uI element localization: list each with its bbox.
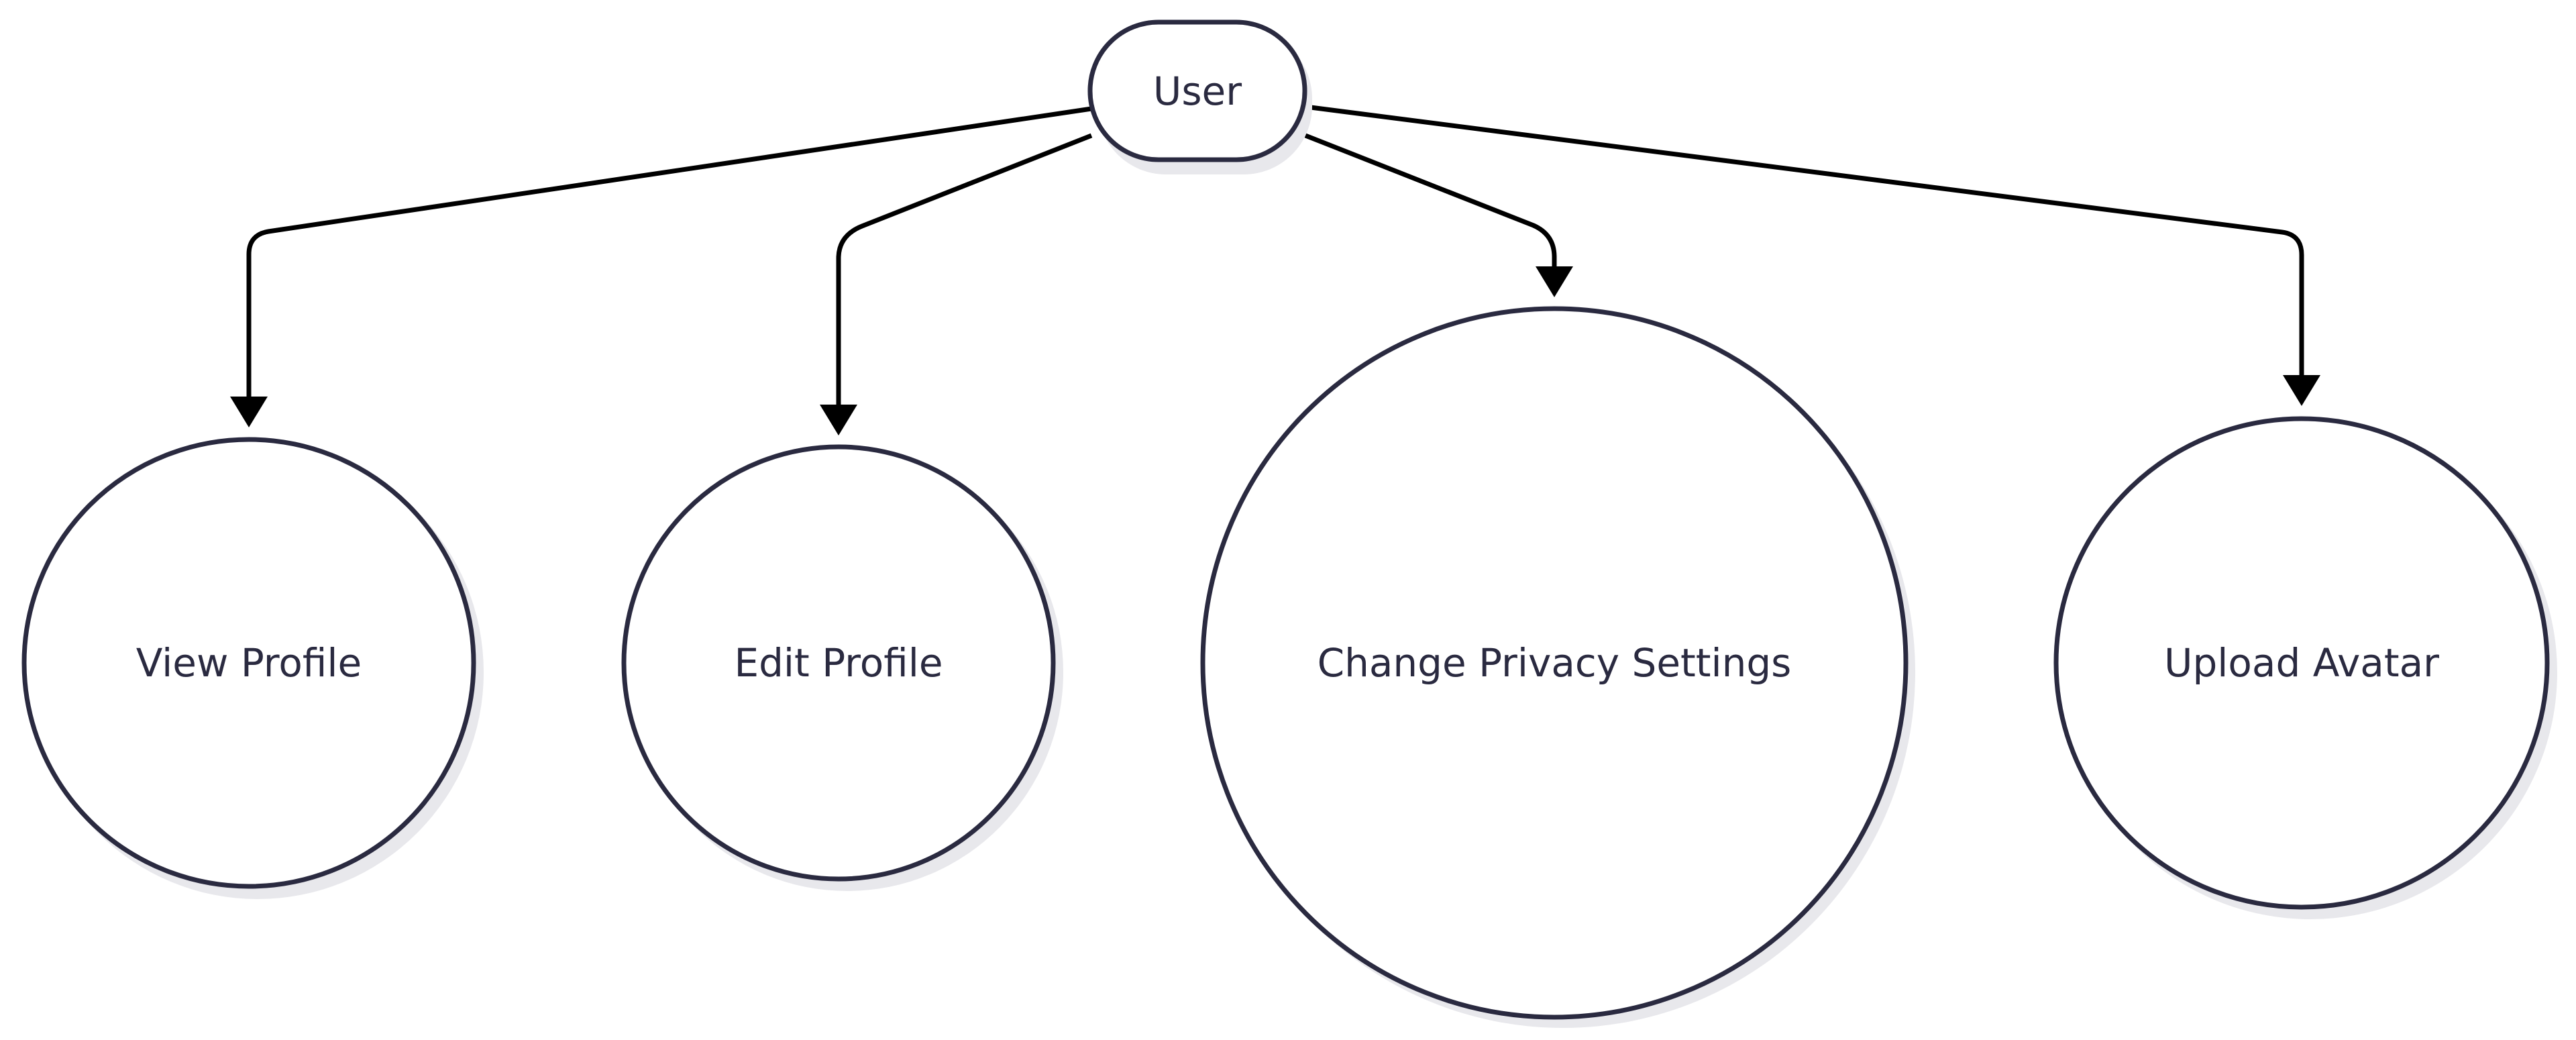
edge-user-edit-profile	[836, 133, 1093, 408]
edges	[230, 104, 2320, 435]
use-case-edit-profile[interactable]: Edit Profile	[621, 444, 1063, 891]
actor-node-user[interactable]: User	[1087, 19, 1312, 174]
use-case-label: Change Privacy Settings	[1318, 640, 1792, 686]
arrowhead-edit-profile	[820, 405, 857, 435]
use-case-upload-avatar[interactable]: Upload Avatar	[2053, 416, 2557, 919]
use-case-label: View Profile	[136, 640, 362, 686]
actor-shape	[1087, 19, 1307, 162]
use-case-view-profile[interactable]: View Profile	[21, 437, 484, 899]
edge-user-upload-avatar	[1305, 104, 2304, 378]
arrowhead-view-profile	[230, 397, 268, 427]
use-case-change-privacy-settings[interactable]: Change Privacy Settings	[1200, 306, 1915, 1028]
use-case-label: Upload Avatar	[2164, 640, 2439, 686]
edge-user-view-profile	[246, 106, 1092, 400]
arrowhead-change-privacy	[1536, 266, 1573, 297]
actor-label: User	[1153, 68, 1242, 114]
use-case-shape	[21, 437, 476, 889]
use-case-shape	[621, 444, 1056, 882]
use-case-shape	[1200, 306, 1909, 1020]
use-case-label: Edit Profile	[734, 640, 943, 686]
edge-user-change-privacy	[1304, 133, 1557, 269]
arrowhead-upload-avatar	[2283, 375, 2320, 406]
use-case-shape	[2053, 416, 2550, 910]
